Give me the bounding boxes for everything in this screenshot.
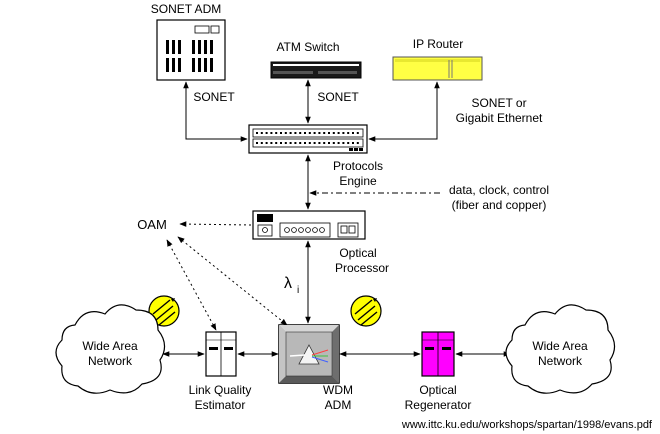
port-dot [304, 142, 306, 144]
port-dot [265, 142, 268, 144]
port-dot [294, 132, 297, 134]
port-dot [270, 142, 273, 144]
port-dot [313, 142, 316, 144]
port-dot [308, 132, 311, 134]
port-dot [265, 132, 268, 134]
optical-processor-device [252, 210, 366, 240]
port-dot [323, 132, 326, 134]
port-dot [318, 132, 321, 134]
port-dot [337, 142, 340, 144]
port-dot [256, 132, 258, 134]
port-dot [342, 142, 345, 144]
hazard-icon-left [148, 295, 180, 327]
protocols-label: Protocols [333, 159, 383, 173]
protocols-engine-device [248, 124, 368, 154]
port-dot [270, 132, 273, 134]
sonet-left-label: SONET [193, 90, 235, 104]
port-dot [280, 142, 282, 144]
lambda-label: λ [284, 275, 292, 292]
port-dot [347, 142, 350, 144]
gigabit-ethernet-label: Gigabit Ethernet [456, 111, 543, 125]
port-dot [332, 132, 335, 134]
port-dot [260, 142, 263, 144]
port-dot [289, 142, 292, 144]
port-dot [289, 132, 292, 134]
oam-wdm-link [177, 236, 288, 326]
sonet-adm-device [156, 19, 226, 81]
oam-label: OAM [137, 217, 167, 232]
port-dot [284, 132, 287, 134]
sonet-adm-label: SONET ADM [151, 2, 221, 16]
wan-right-label-2: Network [538, 354, 583, 368]
port-dot [256, 142, 258, 144]
wdm-label: WDM [323, 383, 353, 397]
port-dot [260, 132, 263, 134]
wan-left-label-1: Wide Area [82, 339, 138, 353]
atm-switch-device [270, 61, 362, 79]
port-dot [299, 132, 302, 134]
atm-switch-label: ATM Switch [276, 40, 339, 54]
ip-router-device [392, 56, 483, 81]
port-dot [275, 132, 278, 134]
port-dot [337, 132, 340, 134]
port-dot [308, 142, 311, 144]
port-dot [313, 132, 316, 134]
lambda-subscript: i [297, 285, 299, 296]
link-quality-label: Link Quality [189, 383, 252, 397]
wan-right-label-1: Wide Area [532, 339, 588, 353]
port-dot [304, 132, 306, 134]
port-dot [323, 142, 326, 144]
port-dot [352, 132, 354, 134]
estimator-label: Estimator [195, 398, 246, 412]
adm-label: ADM [325, 398, 352, 412]
wan-left-label-2: Network [88, 354, 133, 368]
port-dot [294, 142, 297, 144]
port-dot [352, 142, 354, 144]
port-dot [328, 142, 330, 144]
port-dot [299, 142, 302, 144]
wan-cloud-left [55, 304, 166, 394]
port-dot [318, 142, 321, 144]
op-oam-link [179, 221, 252, 227]
data-clock-control-label: data, clock, control [449, 183, 549, 197]
wdm-adm-device [278, 324, 340, 384]
port-dot [275, 142, 278, 144]
port-dot [328, 132, 330, 134]
fiber-copper-label: (fiber and copper) [452, 198, 547, 212]
ip-router-label: IP Router [413, 37, 463, 51]
port-dot [284, 142, 287, 144]
wan-cloud-right [505, 304, 616, 394]
port-dot [356, 142, 359, 144]
processor-label: Processor [335, 261, 389, 275]
optical-label-2: Optical [419, 383, 456, 397]
router-link [368, 81, 440, 142]
optical-regenerator-device [421, 331, 455, 377]
port-dot [332, 142, 335, 144]
sonet-or-label: SONET or [471, 96, 526, 110]
sonet-mid-label: SONET [317, 90, 359, 104]
engine-label: Engine [339, 174, 377, 188]
regenerator-label: Regenerator [405, 398, 472, 412]
source-url: www.ittc.ku.edu/workshops/spartan/1998/e… [401, 419, 653, 431]
port-dot [356, 132, 359, 134]
port-dot [280, 132, 282, 134]
hazard-icon-right [350, 295, 382, 327]
link-quality-estimator-device [205, 331, 237, 377]
port-dot [342, 132, 345, 134]
port-dot [347, 132, 350, 134]
sonet-adm-link [183, 81, 248, 142]
optical-label-1: Optical [339, 246, 376, 260]
